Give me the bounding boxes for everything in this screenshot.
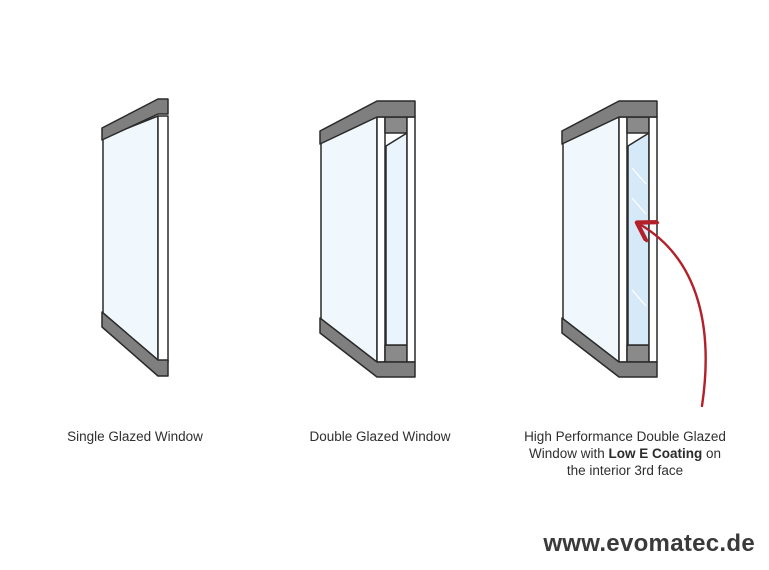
single-glazed-window — [101, 98, 169, 377]
single-top-frame — [101, 98, 169, 141]
double-top-spacer — [384, 116, 408, 134]
high-performance-caption-line-1: High Performance Double Glazed — [524, 429, 726, 444]
double-bottom-spacer — [384, 344, 408, 363]
low-e-reflection-1 — [631, 167, 647, 185]
low-e-pointer-arrow — [641, 225, 707, 408]
high-performance-caption-line-3: the interior 3rd face — [566, 463, 684, 478]
website-url: www.evomatec.de — [543, 530, 755, 557]
single-glazed-caption: Single Glazed Window — [67, 429, 203, 444]
double-glazed-window — [319, 100, 416, 378]
high-outer-glass-edge — [618, 116, 628, 363]
caption-line-2-suffix: on — [702, 446, 722, 461]
double-inner-glass-edge — [406, 116, 416, 363]
high-performance-caption: High Performance Double Glazed Window wi… — [505, 428, 745, 479]
double-outer-glass-edge — [376, 116, 386, 363]
caption-line-2-prefix: Window with — [528, 446, 609, 461]
high-performance-caption-line-2: Window with Low E Coating on — [505, 445, 745, 462]
high-performance-window — [561, 100, 658, 378]
single-glass-edge — [157, 115, 169, 363]
high-inner-glass-edge — [648, 116, 658, 363]
low-e-reflection-3 — [631, 289, 647, 307]
double-bottom-frame — [319, 317, 416, 378]
single-bottom-frame — [101, 311, 169, 377]
double-glazed-caption: Double Glazed Window — [309, 429, 451, 444]
low-e-reflection-2 — [631, 197, 647, 215]
low-e-coating-label: Low E Coating — [608, 446, 703, 461]
double-top-frame — [319, 100, 416, 145]
high-top-spacer — [626, 116, 650, 134]
high-bottom-spacer — [626, 344, 650, 363]
double-inner-glass-pane — [385, 132, 408, 346]
high-top-frame — [561, 100, 658, 145]
high-bottom-frame — [561, 317, 658, 378]
low-e-coated-glass — [627, 132, 650, 346]
